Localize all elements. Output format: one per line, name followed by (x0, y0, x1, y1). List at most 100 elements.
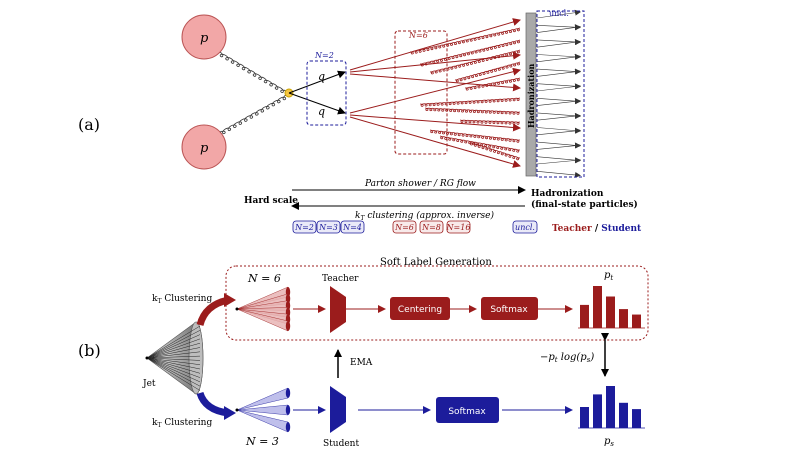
shower-gluon (409, 27, 521, 55)
shower-line (349, 67, 521, 114)
hadron-line (536, 24, 581, 31)
resolution-tag: N=2 (292, 220, 317, 234)
quark-label-bottom: q (318, 105, 325, 118)
ps-label: ps (604, 436, 614, 448)
final-state-particles (536, 9, 581, 178)
teacher-network (330, 286, 346, 333)
hadronization-final-label: Hadronization (531, 189, 604, 199)
kt-clustering-label: kT clustering (approx. inverse) (355, 210, 494, 222)
student-n-label: N = 3 (245, 435, 279, 448)
hadron-line (536, 54, 581, 63)
pt-label: pt (604, 270, 613, 282)
softmax-teacher-label: Softmax (490, 305, 528, 315)
hadron-line (536, 127, 581, 134)
histogram-bar (593, 286, 602, 328)
kt-clustering-top-label: kT Clustering (152, 294, 212, 305)
soft-label-title: Soft Label Generation (380, 257, 492, 268)
resolution-tag: N=3 (316, 220, 341, 234)
parton-shower (349, 18, 521, 168)
hadron-line (536, 9, 581, 19)
softmax-teacher-box (481, 297, 538, 320)
hadron-line (536, 112, 581, 119)
teacher-label: Teacher (322, 274, 359, 284)
proton-top-label: p (200, 31, 209, 46)
subjet-end (285, 388, 291, 398)
centering-label: Centering (398, 305, 442, 315)
histogram-bar (632, 409, 641, 428)
shower-gluon (469, 141, 521, 161)
resolution-tag-label: N=3 (318, 223, 338, 232)
shower-gluon (459, 119, 521, 125)
shower-line (349, 116, 521, 168)
hadron-line (536, 113, 581, 121)
histogram-bar (619, 309, 628, 328)
soft-label-box (225, 265, 649, 341)
uncl-top-label: uncl. (549, 9, 569, 18)
resolution-tag-label: N=16 (446, 223, 471, 232)
resolution-tag: N=16 (446, 220, 471, 234)
hadron-line (536, 68, 581, 75)
quark-label-top: q (318, 70, 325, 83)
shower-gluon (454, 61, 521, 83)
hadron-line (536, 83, 581, 90)
shower-gluon (464, 77, 521, 91)
jet-label: Jet (142, 379, 156, 389)
uncl-box (536, 10, 585, 178)
resolution-tag-label: N=2 (294, 223, 314, 232)
hadronization-bar (525, 12, 537, 177)
histogram-bar (606, 296, 615, 328)
teacher-subjets (235, 286, 291, 332)
hadron-line (536, 98, 581, 106)
shower-gluon (419, 97, 521, 107)
shower-gluon (439, 135, 521, 153)
subjet-end (285, 405, 291, 415)
histogram-bar (593, 394, 602, 428)
hadron-line (536, 98, 581, 105)
resolution-tag-label: uncl. (515, 223, 535, 232)
shower-gluon (424, 107, 521, 115)
quark-line-bottom (288, 92, 346, 115)
histogram-bar (606, 386, 615, 428)
hadron-line (536, 24, 581, 33)
hadron-line (536, 156, 581, 164)
hadron-line (536, 171, 581, 178)
panel-b-label: (b) (78, 341, 101, 360)
histogram-bar (580, 407, 589, 428)
resolution-tag: N=8 (419, 220, 444, 234)
teacher-n-label: N = 6 (247, 272, 281, 285)
hadronization-bar-label: Hadronization (526, 63, 536, 128)
histogram-bar (580, 304, 589, 328)
softmax-student-label: Softmax (448, 407, 486, 417)
kt-clustering-bottom-label: kT Clustering (152, 418, 212, 429)
resolution-tag-label: N=4 (342, 223, 362, 232)
hadron-line (536, 39, 581, 48)
hadron-line (536, 157, 581, 165)
resolution-tag-label: N=6 (394, 223, 414, 232)
hadron-line (536, 127, 581, 136)
student-network (330, 386, 346, 433)
n2-box (306, 60, 347, 126)
hard-scale-label: Hard scale (244, 196, 298, 206)
ema-label: EMA (350, 358, 373, 368)
curved-arrow-student (196, 391, 229, 417)
resolution-tag: N=4 (340, 220, 365, 234)
proton-top: p (181, 14, 227, 60)
hadron-line (536, 38, 581, 45)
student-label: Student (323, 439, 359, 449)
shower-gluon (429, 129, 520, 143)
shower-gluon (419, 39, 521, 67)
hadron-line (536, 142, 581, 150)
gluon-bottom (219, 94, 287, 135)
parton-shower-label: Parton shower / RG flow (364, 179, 476, 189)
quark-line-top (288, 70, 346, 94)
shower-gluon (429, 49, 521, 75)
subjet-end (285, 321, 291, 331)
histogram-bar (619, 402, 628, 428)
n2-box-label: N=2 (314, 51, 334, 60)
gluon-top (219, 51, 287, 94)
proton-bottom: p (181, 124, 227, 170)
jet-cone (145, 321, 204, 395)
final-state-particles-label: (final-state particles) (531, 199, 638, 210)
proton-bottom-label: p (200, 141, 209, 156)
hadron-line (536, 68, 581, 77)
